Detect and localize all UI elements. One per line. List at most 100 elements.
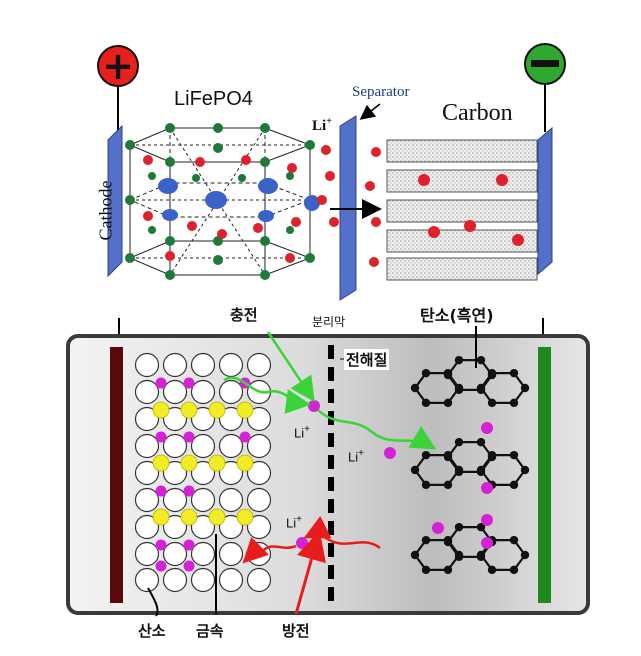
- bottom-diagram: [66, 318, 590, 617]
- electrolyte-label: 전해질: [344, 349, 390, 370]
- cathode-material-label: LiFePO4: [174, 88, 253, 110]
- charge-arrow-2: [317, 409, 437, 450]
- metal-atom: [236, 454, 254, 472]
- carbon-atom: [410, 465, 420, 475]
- carbon-atom: [421, 480, 431, 490]
- oxygen-atom: [190, 541, 216, 567]
- carbon-atom: [443, 537, 453, 547]
- carbon-atom: [487, 368, 497, 378]
- carbon-atom: [443, 398, 453, 408]
- carbon-atom: [454, 552, 464, 562]
- carbon-atom: [509, 398, 519, 408]
- li-ion-symbol: Li: [312, 118, 327, 134]
- oxygen-atom: [162, 460, 188, 486]
- li-ion-charge: +: [296, 514, 302, 525]
- separator-label: Separator: [352, 84, 410, 100]
- oxygen-atom: [162, 514, 188, 540]
- li-ion: [183, 539, 195, 551]
- carbon-atom: [443, 565, 453, 575]
- oxygen-atom: [134, 352, 160, 378]
- carbon-atom: [509, 368, 519, 378]
- plus-icon: +: [102, 44, 134, 88]
- oxygen-atom: [134, 460, 160, 486]
- carbon-atom: [454, 522, 464, 532]
- li-ion: [183, 377, 195, 389]
- carbon-atom: [487, 565, 497, 575]
- carbon-atom: [476, 383, 486, 393]
- oxygen-atom: [134, 487, 160, 513]
- li-ion: [155, 485, 167, 497]
- li-ion: [155, 377, 167, 389]
- li-ion: [155, 560, 167, 572]
- li-ion-charge: +: [358, 448, 364, 459]
- carbon-atom: [487, 450, 497, 460]
- carbon-atom: [443, 452, 453, 462]
- oxygen-atom: [190, 514, 216, 540]
- carbon-atom: [476, 355, 486, 365]
- carbon-atom: [443, 370, 453, 380]
- carbon-atom: [520, 383, 530, 393]
- oxygen-atom: [218, 541, 244, 567]
- carbon-atom: [454, 385, 464, 395]
- oxygen-atom: [218, 433, 244, 459]
- oxygen-atom: [218, 352, 244, 378]
- carbon-atom: [509, 480, 519, 490]
- carbon-atom: [476, 522, 486, 532]
- oxygen-atom: [134, 433, 160, 459]
- li-ion-label-1: Li+: [294, 424, 310, 440]
- left-electrode: [110, 347, 123, 603]
- carbon-atom: [421, 398, 431, 408]
- oxygen-atom: [218, 567, 244, 593]
- li-ions-cathode: [143, 155, 301, 263]
- carbon-atom: [509, 450, 519, 460]
- li-ion-label-2: Li+: [348, 448, 364, 464]
- discharge-label: 방전: [282, 622, 310, 640]
- metal-atom: [236, 401, 254, 419]
- cathode-label: Cathode: [95, 180, 116, 241]
- li-ions-transit: [317, 145, 381, 267]
- carbon-atom: [421, 565, 431, 575]
- carbon-atom: [421, 450, 431, 460]
- li-ion-charge: +: [326, 116, 332, 127]
- oxygen-atom: [134, 406, 160, 432]
- oxygen-atom: [246, 460, 272, 486]
- oxygen-label-pointer: [147, 587, 159, 617]
- carbon-atom: [509, 565, 519, 575]
- metal-atom: [208, 508, 226, 526]
- li-ion: [183, 485, 195, 497]
- oxygen-atom: [218, 460, 244, 486]
- separator-kr-label: 분리막: [312, 315, 346, 329]
- oxygen-atom: [246, 433, 272, 459]
- oxygen-atoms: [125, 123, 315, 280]
- carbon-atom: [454, 355, 464, 365]
- oxygen-atom: [246, 352, 272, 378]
- li-ions-anode: [418, 174, 524, 246]
- oxygen-atom: [134, 514, 160, 540]
- oxygen-atom: [162, 541, 188, 567]
- oxygen-atom: [246, 567, 272, 593]
- carbon-atom: [454, 467, 464, 477]
- li-ion-symbol: Li: [286, 515, 297, 531]
- oxygen-atom: [134, 379, 160, 405]
- li-ion-label-top: Li+: [312, 116, 332, 135]
- oxygen-atom: [190, 379, 216, 405]
- carbon-atom: [454, 437, 464, 447]
- carbon-atom: [443, 480, 453, 490]
- oxygen-atom: [190, 406, 216, 432]
- anode-plate: [537, 126, 553, 276]
- li-ion: [155, 539, 167, 551]
- oxygen-atom: [134, 541, 160, 567]
- carbon-atom: [520, 550, 530, 560]
- negative-terminal: [524, 43, 566, 132]
- charge-label: 충전: [230, 306, 258, 324]
- li-ion-label-3: Li+: [286, 514, 302, 530]
- oxygen-atom: [162, 567, 188, 593]
- oxygen-atom: [162, 433, 188, 459]
- anode-material-label: Carbon: [442, 100, 513, 126]
- metal-atom: [180, 454, 198, 472]
- metal-atom: [180, 508, 198, 526]
- discharge-label-pointer: [294, 530, 326, 615]
- metal-atom: [236, 508, 254, 526]
- metal-atom: [152, 454, 170, 472]
- metal-atom: [152, 508, 170, 526]
